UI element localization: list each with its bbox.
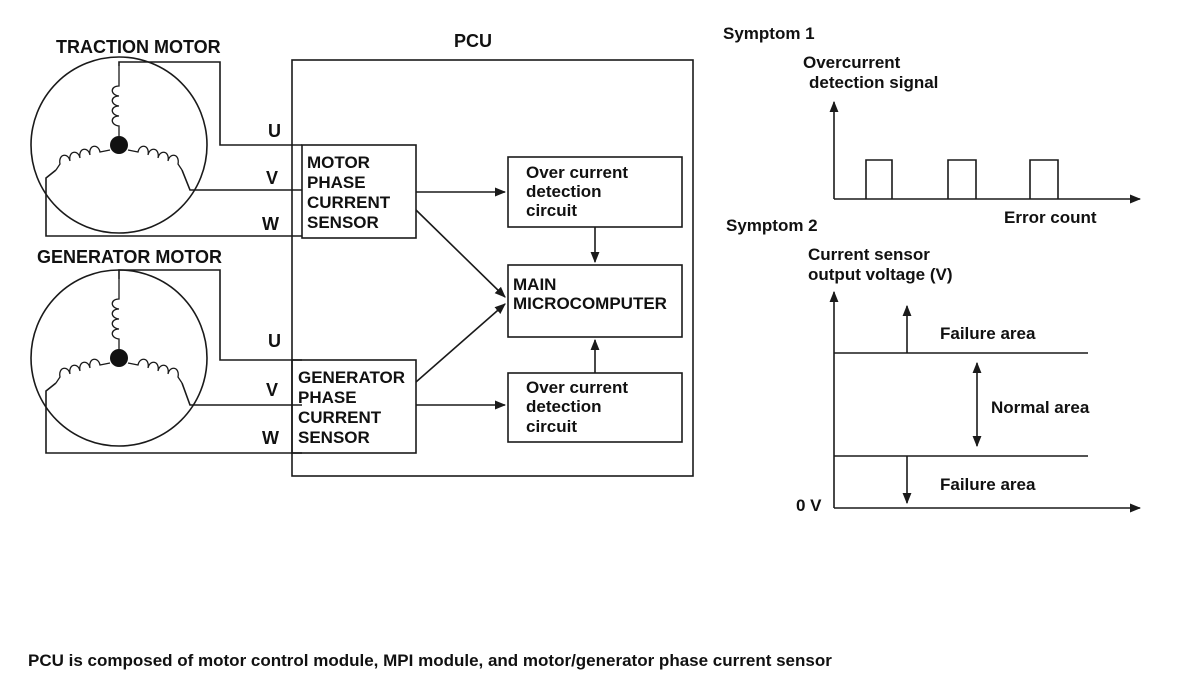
symptom2-ylabel: Current sensor output voltage (V) — [808, 245, 952, 284]
generator-motor-symbol — [30, 269, 208, 447]
main-microcomputer-label: MAIN MICROCOMPUTER — [513, 275, 667, 313]
symptom2-plot — [829, 290, 1142, 513]
traction-v-label: V — [266, 168, 278, 188]
generator-motor-title: GENERATOR MOTOR — [37, 247, 222, 267]
overcurrent-bottom-label: Over current detection circuit — [526, 378, 633, 436]
traction-motor-wiring — [45, 61, 302, 237]
generator-sensor-label: GENERATOR PHASE CURRENT SENSOR — [298, 368, 410, 447]
generator-motor-wiring — [45, 269, 302, 454]
symptom1-title: Symptom 1 — [723, 24, 815, 43]
generator-w-label: W — [262, 428, 279, 448]
symptom1-ylabel: Overcurrent detection signal — [803, 53, 938, 92]
symptom1-xlabel: Error count — [1004, 208, 1097, 227]
failure-area-upper-label: Failure area — [940, 324, 1036, 343]
pcu-signal-arrows — [415, 187, 600, 410]
zero-volt-label: 0 V — [796, 496, 822, 515]
traction-motor-symbol — [30, 56, 208, 234]
symptom2-title: Symptom 2 — [726, 216, 818, 235]
caption: PCU is composed of motor control module,… — [28, 651, 832, 670]
motor-sensor-label: MOTOR PHASE CURRENT SENSOR — [307, 153, 395, 232]
generator-v-label: V — [266, 380, 278, 400]
pcu-box — [291, 59, 694, 477]
traction-w-label: W — [262, 214, 279, 234]
generator-u-label: U — [268, 331, 281, 351]
traction-u-label: U — [268, 121, 281, 141]
generator-phase-current-sensor-box — [291, 359, 417, 454]
pcu-title: PCU — [454, 31, 492, 51]
main-microcomputer-box — [507, 264, 683, 338]
overcurrent-top-label: Over current detection circuit — [526, 163, 633, 220]
failure-area-lower-label: Failure area — [940, 475, 1036, 494]
normal-area-label: Normal area — [991, 398, 1090, 417]
traction-motor-title: TRACTION MOTOR — [56, 37, 221, 57]
symptom1-plot — [829, 100, 1142, 204]
